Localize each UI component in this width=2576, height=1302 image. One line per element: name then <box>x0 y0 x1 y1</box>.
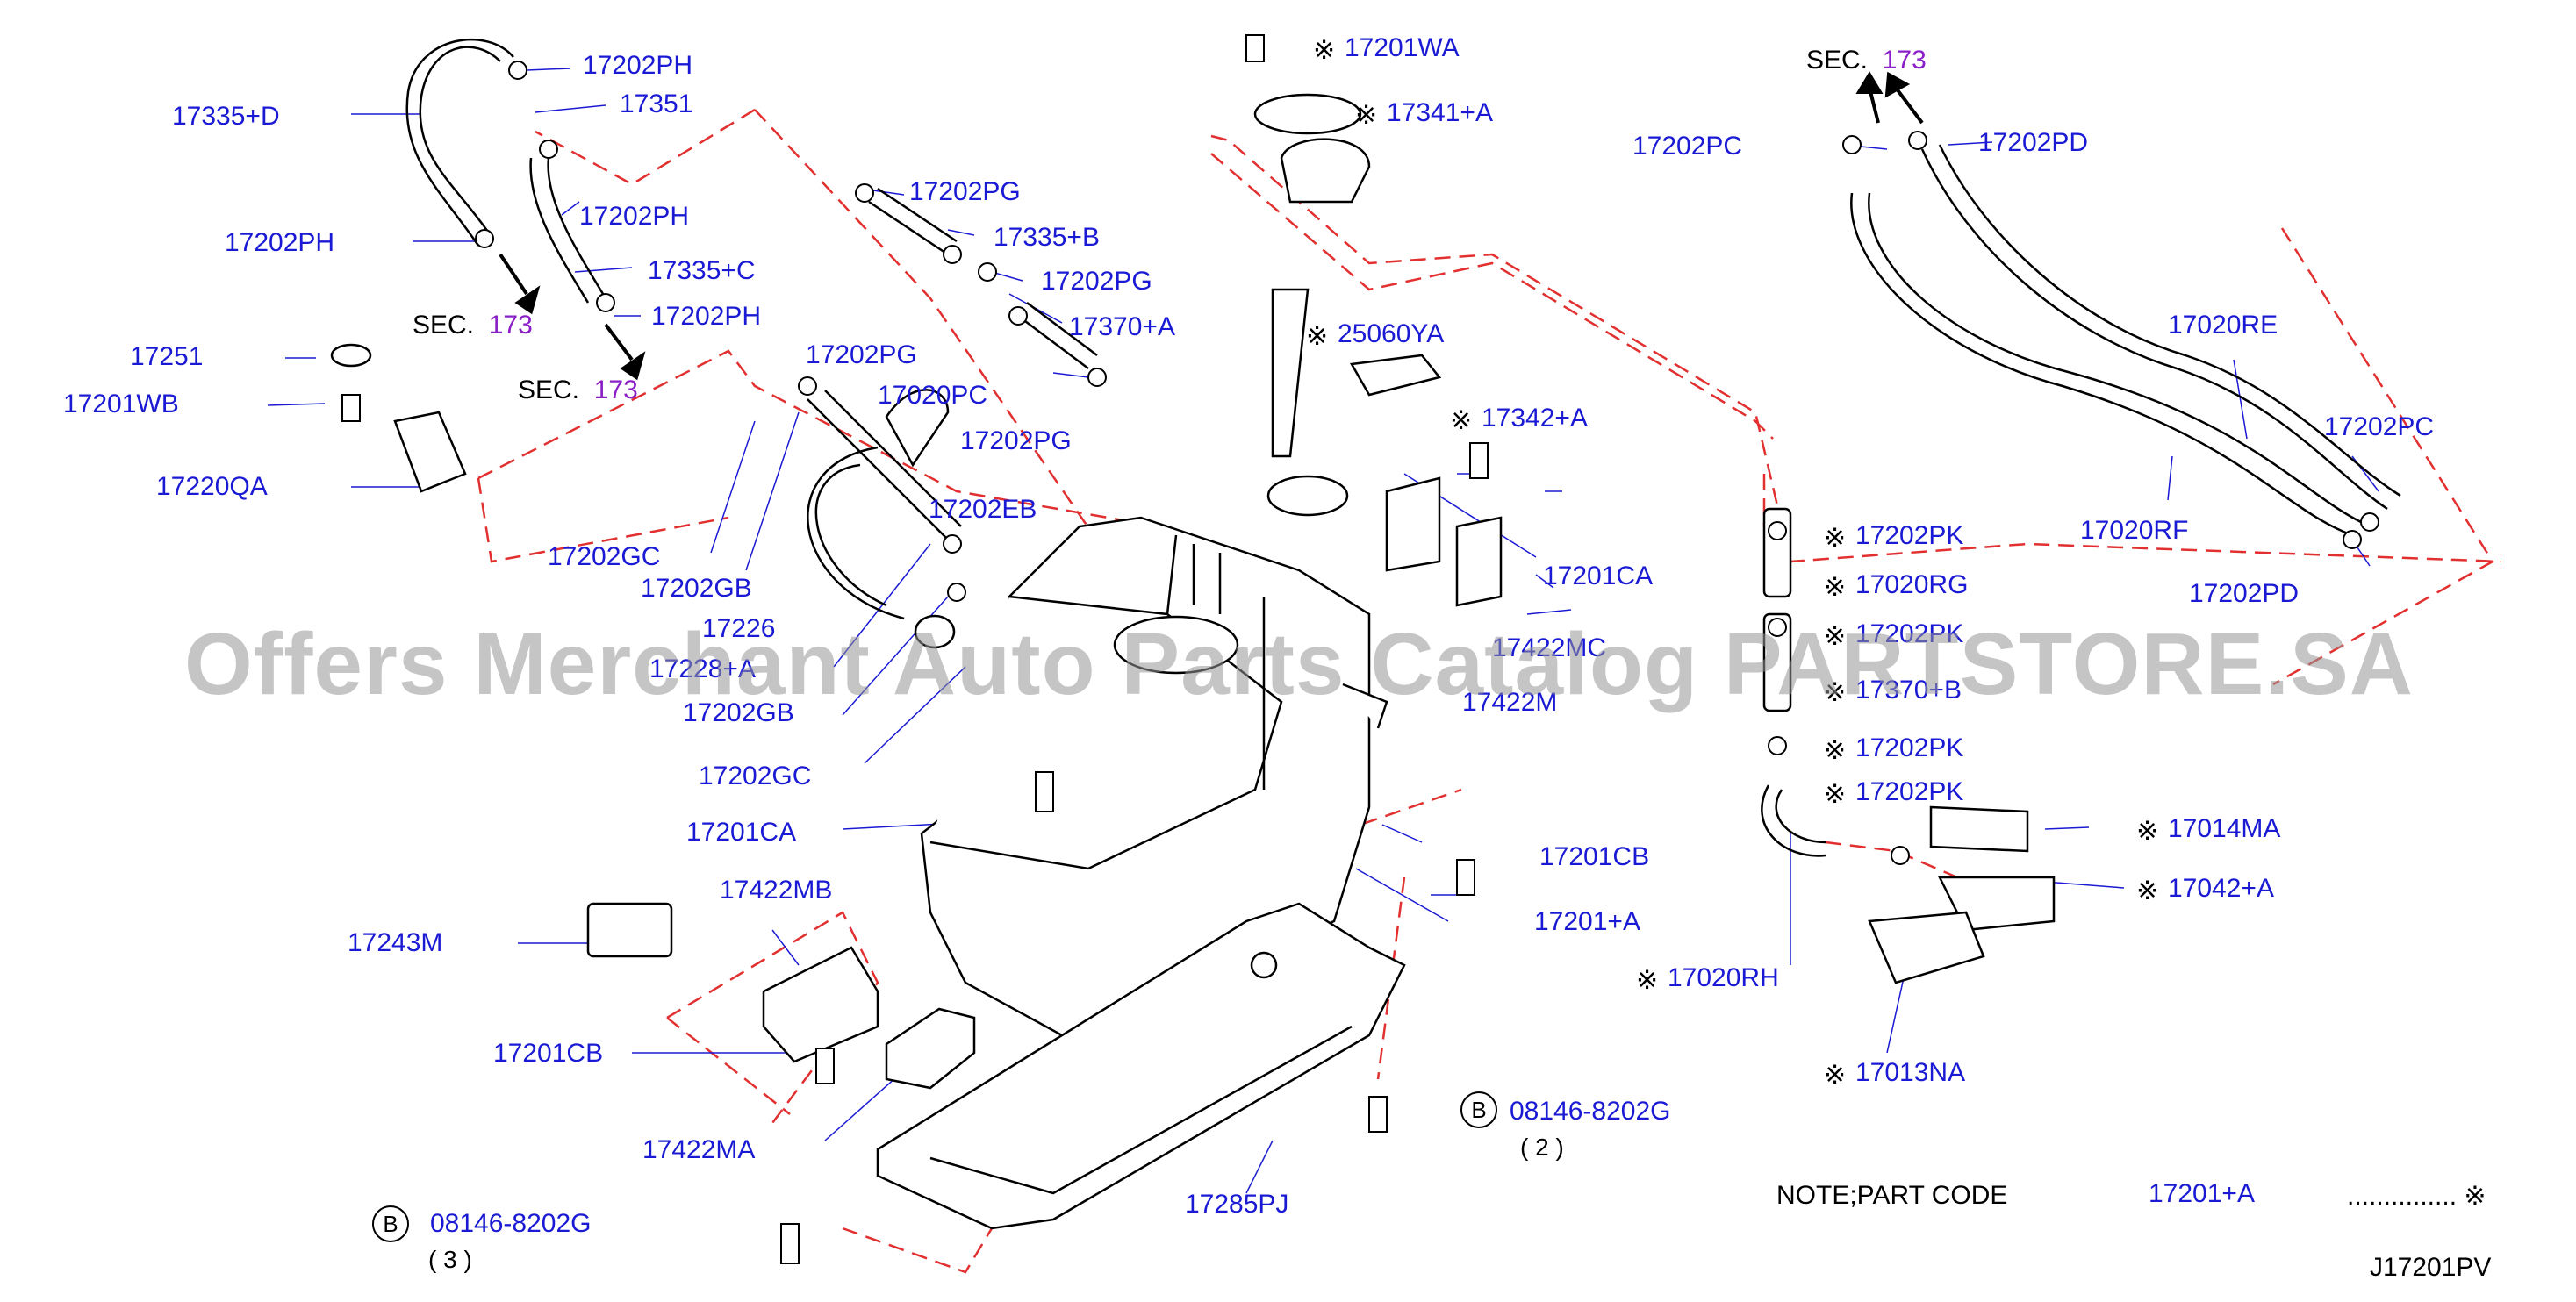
parts-shapes <box>330 93 2056 1090</box>
part-label-17422ma[interactable]: 17422MA <box>642 1135 756 1164</box>
bolt-quantity: ( 3 ) <box>428 1246 472 1273</box>
note-dots: ............... ※ <box>2347 1182 2486 1211</box>
note-mark: ※ <box>1306 322 1329 351</box>
bolt-quantity: ( 2 ) <box>1520 1134 1564 1161</box>
part-label-17341a[interactable]: 17341+A <box>1387 98 1493 127</box>
part-label-17335d[interactable]: 17335+D <box>172 102 280 131</box>
note-mark: ※ <box>1824 736 1847 765</box>
part-label-17042a[interactable]: 17042+A <box>2168 874 2274 903</box>
part-label-17285pj[interactable]: 17285PJ <box>1185 1190 1289 1219</box>
part-label-17201a[interactable]: 17201+A <box>1534 907 1640 936</box>
fuel-tank <box>920 516 1388 1037</box>
note-mark: ※ <box>1824 573 1847 602</box>
bolt-ref-circle: B <box>1460 1091 1497 1128</box>
part-label-17202pg[interactable]: 17202PG <box>909 177 1021 206</box>
part-label-17013na[interactable]: 17013NA <box>1855 1058 1966 1087</box>
part-label-17201ca[interactable]: 17201CA <box>686 818 797 847</box>
part-label-17020rh[interactable]: 17020RH <box>1668 963 1779 992</box>
part-label-17202pk[interactable]: 17202PK <box>1855 733 1964 762</box>
section-number: 173 <box>488 311 533 340</box>
part-label-17202pg[interactable]: 17202PG <box>960 426 1072 455</box>
part-label-17202ph[interactable]: 17202PH <box>225 228 335 257</box>
part-label-17202gc[interactable]: 17202GC <box>548 542 661 571</box>
section-arrows <box>499 71 1924 381</box>
diagram-code: J17201PV <box>2370 1253 2492 1282</box>
note-mark: ※ <box>2136 817 2159 846</box>
note-mark: ※ <box>1824 622 1847 651</box>
section-label: SEC. <box>1806 46 1869 75</box>
part-label-17351[interactable]: 17351 <box>620 89 693 118</box>
note-prefix: NOTE;PART CODE <box>1776 1181 2008 1210</box>
bolt-part-label[interactable]: 08146-8202G <box>430 1209 592 1238</box>
note-part-code[interactable]: 17201+A <box>2149 1179 2255 1208</box>
part-label-17202pk[interactable]: 17202PK <box>1855 619 1964 648</box>
part-label-17202pg[interactable]: 17202PG <box>1041 267 1152 296</box>
part-label-17243m[interactable]: 17243M <box>348 928 443 957</box>
section-label: SEC. <box>413 311 475 340</box>
part-label-17202pg[interactable]: 17202PG <box>806 340 917 369</box>
part-label-17228a[interactable]: 17228+A <box>649 655 756 683</box>
note-mark: ※ <box>1824 524 1847 553</box>
part-label-17201ca[interactable]: 17201CA <box>1543 562 1654 590</box>
part-label-17342a[interactable]: 17342+A <box>1482 404 1588 433</box>
bolt-ref-circle: B <box>372 1205 409 1242</box>
part-label-17020re[interactable]: 17020RE <box>2168 311 2278 340</box>
note-mark: ※ <box>1450 406 1473 435</box>
part-label-17202ph[interactable]: 17202PH <box>583 51 693 80</box>
clamps-and-bolts <box>341 34 2379 1264</box>
part-label-17202ph[interactable]: 17202PH <box>579 202 690 231</box>
leader-lines <box>267 68 2379 1194</box>
part-label-25060ya[interactable]: 25060YA <box>1338 319 1445 348</box>
section-label: SEC. <box>518 376 580 404</box>
part-label-17422m[interactable]: 17422M <box>1462 688 1558 717</box>
part-label-17220qa[interactable]: 17220QA <box>156 472 268 501</box>
part-label-17014ma[interactable]: 17014MA <box>2168 814 2281 843</box>
part-label-17202gb[interactable]: 17202GB <box>641 574 752 603</box>
part-label-17251[interactable]: 17251 <box>130 342 204 371</box>
section-number: 173 <box>593 376 638 404</box>
part-label-17422mb[interactable]: 17422MB <box>720 876 833 905</box>
part-label-17201wa[interactable]: 17201WA <box>1345 33 1460 62</box>
part-label-17202pc[interactable]: 17202PC <box>1632 132 1743 161</box>
note-mark: ※ <box>1824 780 1847 809</box>
section-number: 173 <box>1882 46 1927 75</box>
part-label-17202gb[interactable]: 17202GB <box>683 698 794 727</box>
part-label-17335b[interactable]: 17335+B <box>994 223 1100 252</box>
part-label-17202pk[interactable]: 17202PK <box>1855 777 1964 806</box>
skid-plate <box>876 902 1406 1230</box>
section-ref-173[interactable]: SEC. 173 <box>413 312 533 339</box>
part-label-17226[interactable]: 17226 <box>702 614 776 643</box>
bolt-part-label[interactable]: 08146-8202G <box>1510 1097 1671 1126</box>
hoses-and-lines <box>405 38 2401 857</box>
part-label-17020pc[interactable]: 17020PC <box>878 381 988 410</box>
note-mark: ※ <box>1824 678 1847 707</box>
part-label-17202pd[interactable]: 17202PD <box>2189 579 2300 608</box>
note-mark: ※ <box>1824 1061 1847 1090</box>
part-label-17370b[interactable]: 17370+B <box>1855 676 1962 705</box>
section-ref-173[interactable]: SEC. 173 <box>518 377 638 404</box>
part-label-17201wb[interactable]: 17201WB <box>63 390 179 418</box>
part-label-17202gc[interactable]: 17202GC <box>699 762 812 790</box>
note-mark: ※ <box>1313 36 1336 65</box>
part-label-17020rg[interactable]: 17020RG <box>1855 570 1969 599</box>
part-label-17202eb[interactable]: 17202EB <box>929 495 1037 524</box>
part-label-17020rf[interactable]: 17020RF <box>2080 516 2189 545</box>
note-mark: ※ <box>2136 876 2159 905</box>
note-mark: ※ <box>1355 101 1378 130</box>
part-label-17370a[interactable]: 17370+A <box>1069 312 1175 341</box>
part-label-17335c[interactable]: 17335+C <box>648 256 756 285</box>
part-label-17202pk[interactable]: 17202PK <box>1855 521 1964 550</box>
note-mark: ※ <box>1636 966 1659 995</box>
section-ref-173[interactable]: SEC. 173 <box>1806 47 1927 74</box>
part-label-17201cb[interactable]: 17201CB <box>1539 842 1650 871</box>
part-label-17422mc[interactable]: 17422MC <box>1492 633 1607 662</box>
part-label-17202pd[interactable]: 17202PD <box>1978 128 2089 157</box>
part-label-17202ph[interactable]: 17202PH <box>651 302 762 331</box>
part-label-17201cb[interactable]: 17201CB <box>493 1039 604 1068</box>
part-label-17202pc[interactable]: 17202PC <box>2324 412 2435 441</box>
